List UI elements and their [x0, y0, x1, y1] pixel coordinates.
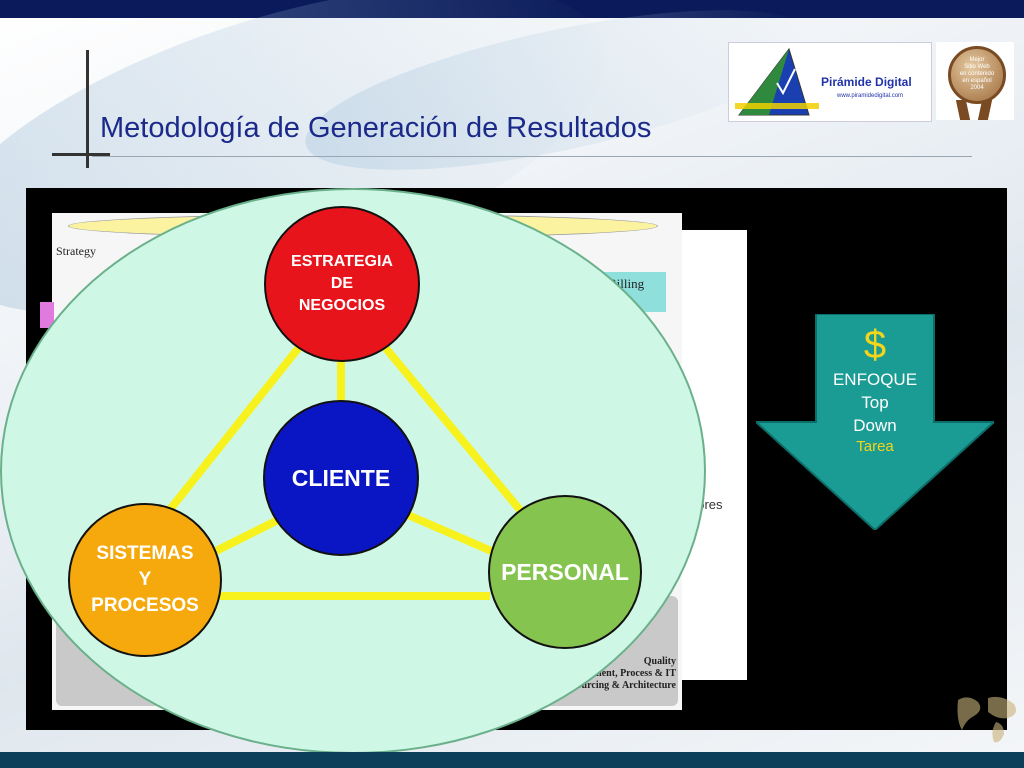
bottom-bar: [0, 752, 1024, 768]
connector-estrategia-sistemas: [164, 343, 304, 515]
background-strategy-label: Strategy: [56, 244, 96, 258]
award-seal-icon: Mejor Sitio Web en contenido en español …: [948, 46, 1006, 104]
world-map-icon: [957, 696, 1016, 743]
arrow-line-tarea: Tarea: [856, 438, 894, 455]
connector-cliente-personal: [406, 511, 498, 557]
node-sistemas-y-procesos: SISTEMAS Y PROCESOS: [68, 503, 222, 657]
logo-name: Pirámide Digital: [821, 75, 912, 89]
node-personal: PERSONAL: [488, 495, 642, 649]
slide-title: Metodología de Generación de Resultados: [100, 112, 652, 144]
title-underline: [92, 156, 972, 157]
logo-url: www.piramidedigital.com: [837, 93, 904, 99]
title-vertical-rule: [86, 50, 89, 168]
top-down-arrow: [756, 314, 994, 530]
node-estrategia-de-negocios: ESTRATEGIA DE NEGOCIOS: [264, 206, 420, 362]
connector-cliente-sistemas: [212, 514, 284, 556]
node-cliente: CLIENTE: [263, 400, 419, 556]
arrow-line-down: Down: [853, 416, 897, 435]
seal-text: Mejor Sitio Web en contenido en español …: [959, 57, 995, 91]
dollar-icon: $: [863, 323, 887, 367]
background-marker: [40, 302, 54, 328]
title-horizontal-rule: [52, 153, 110, 156]
arrow-line-top: Top: [861, 393, 889, 412]
arrow-label: $ ENFOQUE Top Down Tarea: [815, 322, 935, 457]
piramide-digital-logo: Pirámide Digital www.piramidedigital.com: [728, 42, 932, 122]
background-quality-label: Quality Management, Process & IT Outsour…: [556, 656, 676, 691]
pyramid-check-icon: [735, 47, 819, 116]
connector-estrategia-personal: [380, 343, 524, 513]
award-seal: Mejor Sitio Web en contenido en español …: [936, 42, 1014, 120]
arrow-line-enfoque: ENFOQUE: [832, 370, 918, 389]
